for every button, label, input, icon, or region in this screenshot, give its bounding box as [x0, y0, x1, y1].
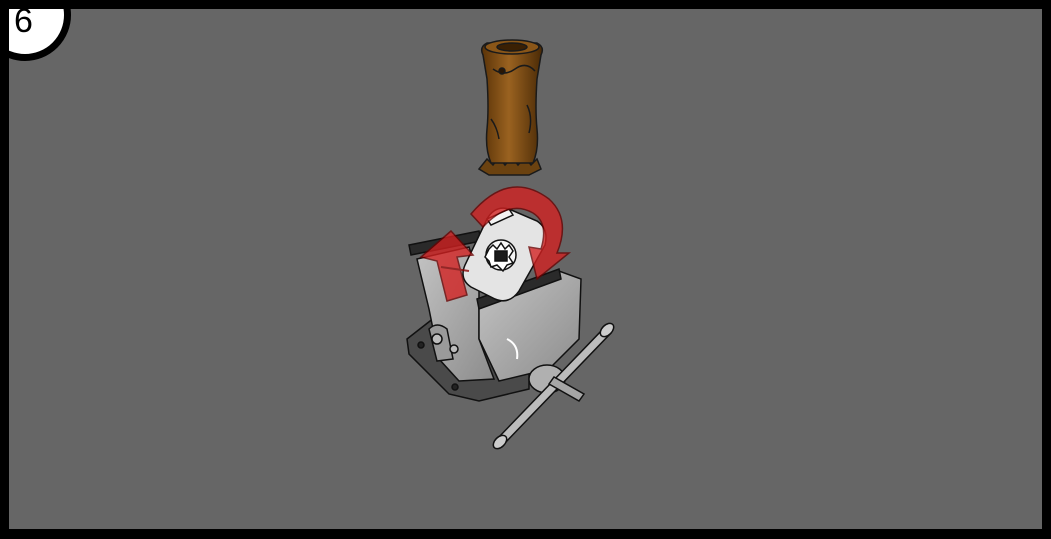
illustration-panel: 6 [9, 9, 1042, 529]
assembly-illustration [9, 9, 1042, 529]
step-number: 6 [14, 9, 33, 38]
steerer-tube-icon [479, 40, 542, 175]
